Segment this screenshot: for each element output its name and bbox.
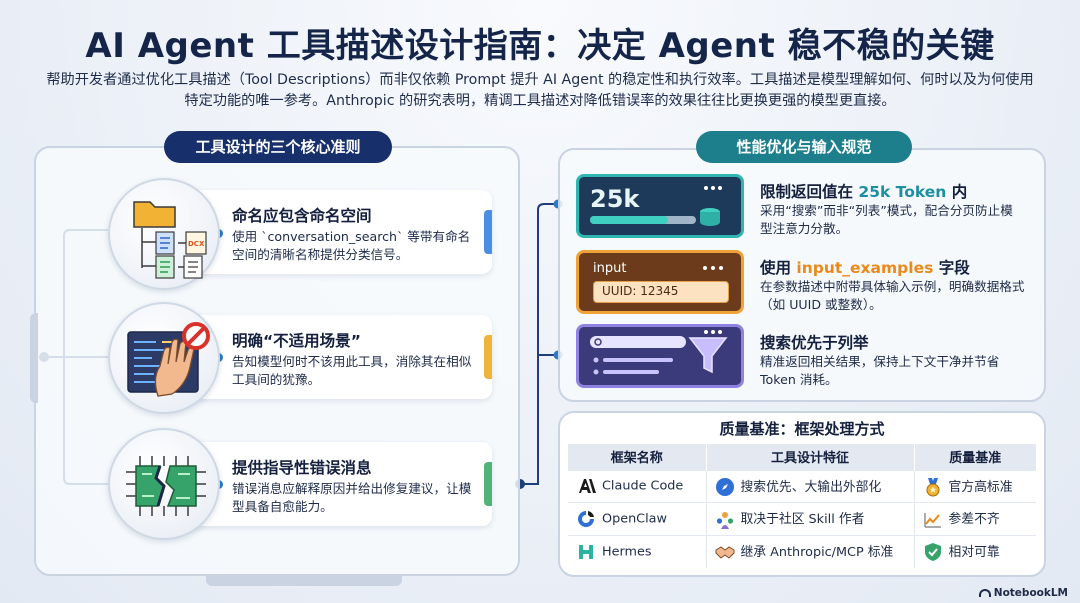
page-subtitle: 帮助开发者通过优化工具描述（Tool Descriptions）而非仅依赖 Pr…: [46, 72, 1034, 109]
search-first-desc: 精准返回相关结果，保持上下文干净并节省 Token 消耗。: [760, 354, 1000, 387]
principle-desc: 告知模型何时不该用此工具，消除其在相似工具间的犹豫。: [232, 354, 472, 387]
principle-desc: 错误消息应解释原因并给出修复建议，让模型具备自愈能力。: [232, 481, 472, 514]
notebooklm-logo: NotebookLM: [978, 587, 1068, 599]
input-examples-desc: 在参数描述中附带具体输入示例，明确数据格式（如 UUID 或整数）。: [760, 279, 1025, 312]
file-tree-icon: DCX: [108, 178, 220, 290]
table-row: OpenClaw 取决于社区 Skill 作者 参差不齐: [568, 502, 1036, 535]
principle-title: 明确“不适用场景”: [232, 332, 361, 350]
token-limit-desc: 采用“搜索”而非“列表”模式，配合分页防止模型注意力分散。: [760, 203, 1013, 236]
principle-title: 命名应包含命名空间: [232, 207, 372, 225]
accent-bar: [484, 210, 492, 254]
table-header: 质量基准: [914, 444, 1036, 470]
token-limit-card: 25k: [576, 174, 744, 238]
community-icon: [716, 511, 733, 529]
openclaw-icon: [578, 510, 594, 527]
shield-check-icon: [924, 543, 941, 562]
accent-bar: [484, 335, 492, 379]
svg-text:DCX: DCX: [188, 240, 205, 248]
table-header: 框架名称: [568, 444, 707, 470]
principle-desc: 使用 `conversation_search` 等带有命名空间的清晰名称提供分…: [232, 229, 471, 262]
handshake-icon: [715, 546, 734, 559]
hermes-icon: [579, 544, 593, 559]
uuid-field: UUID: 12345: [593, 281, 729, 303]
framework-table: 框架名称 工具设计特征 质量基准 Claude Code 搜索优先、大输出外部化…: [568, 444, 1036, 568]
input-examples-card: input UUID: 12345: [576, 250, 744, 314]
performance-heading: 性能优化与输入规范: [696, 131, 912, 163]
input-examples-title: 使用 input_examples 字段: [760, 259, 970, 277]
table-header: 工具设计特征: [706, 444, 915, 470]
core-principles-heading: 工具设计的三个核心准则: [164, 131, 392, 163]
svg-text:25k: 25k: [590, 185, 640, 213]
anthropic-icon: [579, 479, 596, 494]
quality-benchmark-title: 质量基准：框架处理方式: [719, 420, 885, 438]
principle-title: 提供指导性错误消息: [232, 459, 372, 477]
accent-bar: [484, 462, 492, 506]
search-first-title: 搜索优先于列举: [760, 334, 869, 352]
page-title: AI Agent 工具描述设计指南：决定 Agent 稳不稳的关键: [85, 26, 995, 66]
token-limit-title: 限制返回值在 25k Token 内: [760, 183, 968, 201]
table-row: Claude Code 搜索优先、大输出外部化 官方高标准: [568, 469, 1036, 503]
search-filter-icon: [576, 324, 744, 388]
trend-chart-icon: [923, 512, 941, 528]
broken-chip-icon: [108, 428, 220, 540]
medal-icon: [926, 478, 939, 497]
stop-hand-icon: [108, 302, 220, 414]
compass-icon: [715, 478, 734, 496]
table-row: Hermes 继承 Anthropic/MCP 标准 相对可靠: [568, 534, 1036, 568]
